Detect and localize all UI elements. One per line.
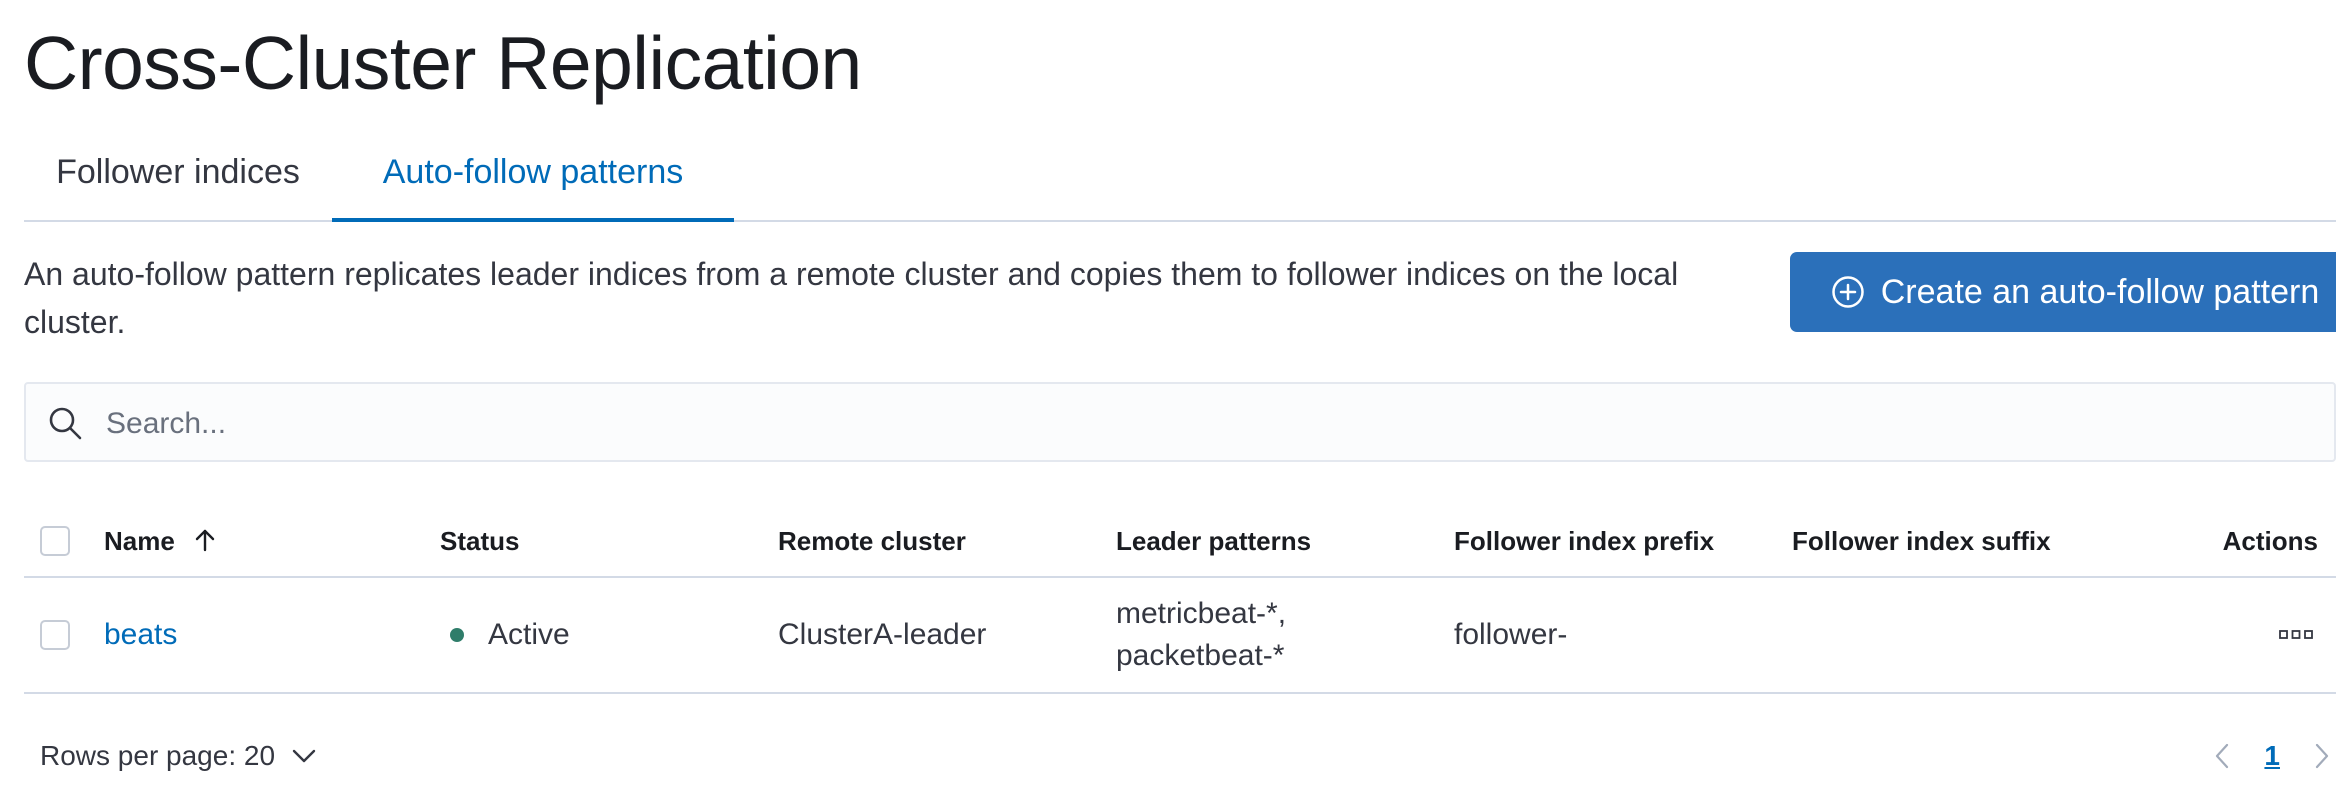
column-header-leader-patterns: Leader patterns	[1116, 526, 1312, 556]
table-header: Name Status Remote cluster Leader patter…	[24, 506, 2336, 578]
remote-cluster-cell: ClusterA-leader	[778, 618, 987, 651]
column-header-follower-index-prefix: Follower index prefix	[1454, 526, 1715, 556]
leader-pattern: packetbeat-*	[1116, 639, 1285, 672]
row-actions-button[interactable]	[2274, 620, 2318, 650]
search-icon	[49, 407, 82, 440]
page-description: An auto-follow pattern replicates leader…	[24, 256, 1679, 340]
page-title: Cross-Cluster Replication	[24, 21, 862, 105]
previous-page-button[interactable]	[2208, 742, 2236, 770]
tabs: Follower indices Auto-follow patterns	[24, 140, 2336, 222]
column-header-name[interactable]: Name	[104, 506, 218, 576]
arrow-up-icon	[195, 529, 215, 552]
pattern-name-link[interactable]: beats	[104, 618, 178, 651]
select-all-cell	[40, 506, 80, 576]
rows-per-page-button[interactable]: Rows per page: 20	[40, 726, 317, 786]
table-row: beats Active ClusterA-leader metricbeat-…	[24, 578, 2336, 694]
tab-follower-indices[interactable]: Follower indices	[56, 153, 300, 191]
column-header-name-label: Name	[104, 526, 175, 556]
status-text: Active	[488, 618, 570, 651]
page-navigation: 1	[2208, 726, 2336, 786]
search-input[interactable]	[104, 394, 2308, 454]
page: Cross-Cluster Replication Follower indic…	[24, 0, 2336, 800]
actions-cell	[2274, 578, 2318, 692]
leader-pattern: metricbeat-*,	[1116, 597, 1287, 630]
boxes-horizontal-icon	[2279, 630, 2313, 639]
create-button-label: Create an auto-follow pattern	[1880, 272, 2320, 311]
leader-patterns-cell: metricbeat-*, packetbeat-*	[1116, 578, 1286, 692]
tab-auto-follow-patterns[interactable]: Auto-follow patterns	[332, 140, 734, 222]
follower-index-prefix-cell: follower-	[1454, 618, 1568, 651]
select-all-checkbox[interactable]	[40, 526, 70, 556]
page-number-button[interactable]: 1	[2264, 740, 2280, 771]
status-cell: Active	[440, 578, 570, 692]
auto-follow-patterns-table: Name Status Remote cluster Leader patter…	[24, 506, 2336, 694]
search-bar	[24, 382, 2336, 462]
row-select-checkbox[interactable]	[40, 620, 70, 650]
status-dot-icon	[450, 628, 464, 642]
name-cell: beats	[104, 578, 177, 692]
row-select-cell	[40, 578, 80, 692]
chevron-left-icon	[2216, 743, 2229, 769]
column-header-actions: Actions	[2222, 526, 2318, 556]
column-header-follower-index-suffix: Follower index suffix	[1792, 526, 2051, 556]
plus-in-circle-icon	[1832, 276, 1864, 308]
column-header-status: Status	[440, 526, 520, 556]
column-header-remote-cluster: Remote cluster	[778, 526, 966, 556]
pagination-bar: Rows per page: 20 1	[24, 726, 2336, 786]
next-page-button[interactable]	[2308, 742, 2336, 770]
rows-per-page-label: Rows per page: 20	[40, 740, 276, 771]
chevron-right-icon	[2315, 743, 2329, 769]
create-auto-follow-pattern-button[interactable]: Create an auto-follow pattern	[1790, 252, 2336, 332]
chevron-down-icon	[292, 749, 316, 763]
